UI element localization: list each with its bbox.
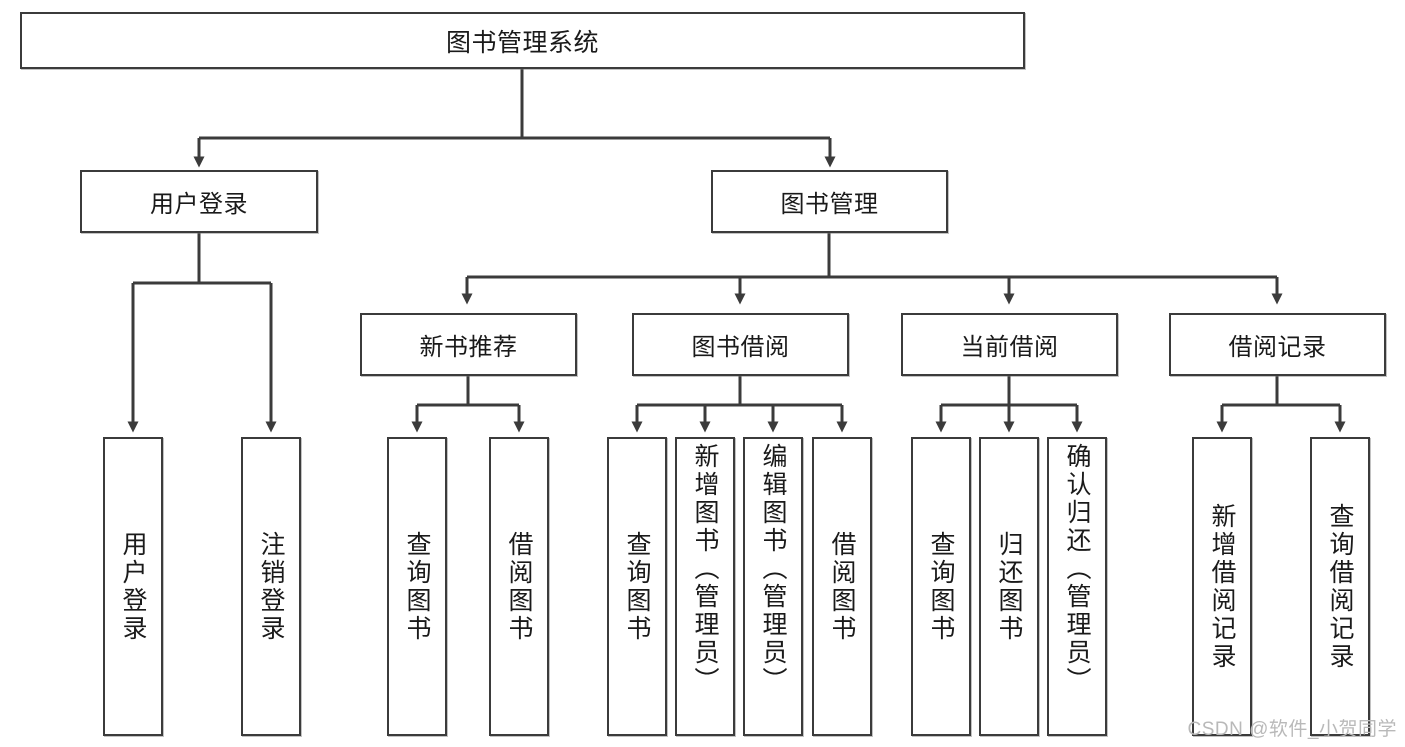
node-label: 归还图书: [995, 530, 1023, 643]
node-leaf-edit-book[interactable]: 编辑图书（管理员）: [743, 437, 803, 736]
node-label: 借阅图书: [505, 530, 533, 643]
node-book-management[interactable]: 图书管理: [711, 170, 948, 233]
node-new-book-recommend[interactable]: 新书推荐: [360, 313, 577, 376]
node-label: 用户登录: [119, 530, 147, 643]
node-label: 新增图书（管理员）: [691, 443, 719, 695]
node-label: 图书管理系统: [445, 28, 599, 57]
node-leaf-query-record[interactable]: 查询借阅记录: [1310, 437, 1370, 736]
node-label: 查询图书: [403, 530, 431, 643]
node-label: 注销登录: [257, 530, 285, 643]
node-leaf-add-record[interactable]: 新增借阅记录: [1192, 437, 1252, 736]
node-leaf-confirm-return[interactable]: 确认归还（管理员）: [1047, 437, 1107, 736]
node-label: 新书推荐: [419, 334, 518, 361]
node-leaf-borrow-book-2[interactable]: 借阅图书: [812, 437, 872, 736]
node-leaf-logout-login[interactable]: 注销登录: [241, 437, 301, 736]
node-label: 当前借阅: [960, 334, 1059, 361]
node-label: 借阅记录: [1228, 334, 1327, 361]
node-label: 编辑图书（管理员）: [759, 443, 787, 695]
watermark-text: CSDN @软件_小贺同学: [1187, 719, 1397, 740]
node-user-login[interactable]: 用户登录: [80, 170, 318, 233]
node-label: 查询图书: [927, 530, 955, 643]
node-label: 图书借阅: [691, 334, 790, 361]
node-leaf-query-book-1[interactable]: 查询图书: [387, 437, 447, 736]
node-borrow-record[interactable]: 借阅记录: [1169, 313, 1386, 376]
node-leaf-borrow-book-1[interactable]: 借阅图书: [489, 437, 549, 736]
node-leaf-return-book[interactable]: 归还图书: [979, 437, 1039, 736]
node-label: 查询借阅记录: [1326, 502, 1354, 671]
node-label: 图书管理: [780, 191, 879, 218]
node-leaf-user-login[interactable]: 用户登录: [103, 437, 163, 736]
node-leaf-query-book-2[interactable]: 查询图书: [607, 437, 667, 736]
node-leaf-add-book[interactable]: 新增图书（管理员）: [675, 437, 735, 736]
node-current-borrow[interactable]: 当前借阅: [901, 313, 1118, 376]
node-label: 查询图书: [623, 530, 651, 643]
node-label: 确认归还（管理员）: [1063, 443, 1091, 695]
node-label: 借阅图书: [828, 530, 856, 643]
node-leaf-query-book-3[interactable]: 查询图书: [911, 437, 971, 736]
node-book-borrow[interactable]: 图书借阅: [632, 313, 849, 376]
node-root-system[interactable]: 图书管理系统: [20, 12, 1025, 69]
node-label: 新增借阅记录: [1208, 502, 1236, 671]
node-label: 用户登录: [150, 191, 248, 218]
